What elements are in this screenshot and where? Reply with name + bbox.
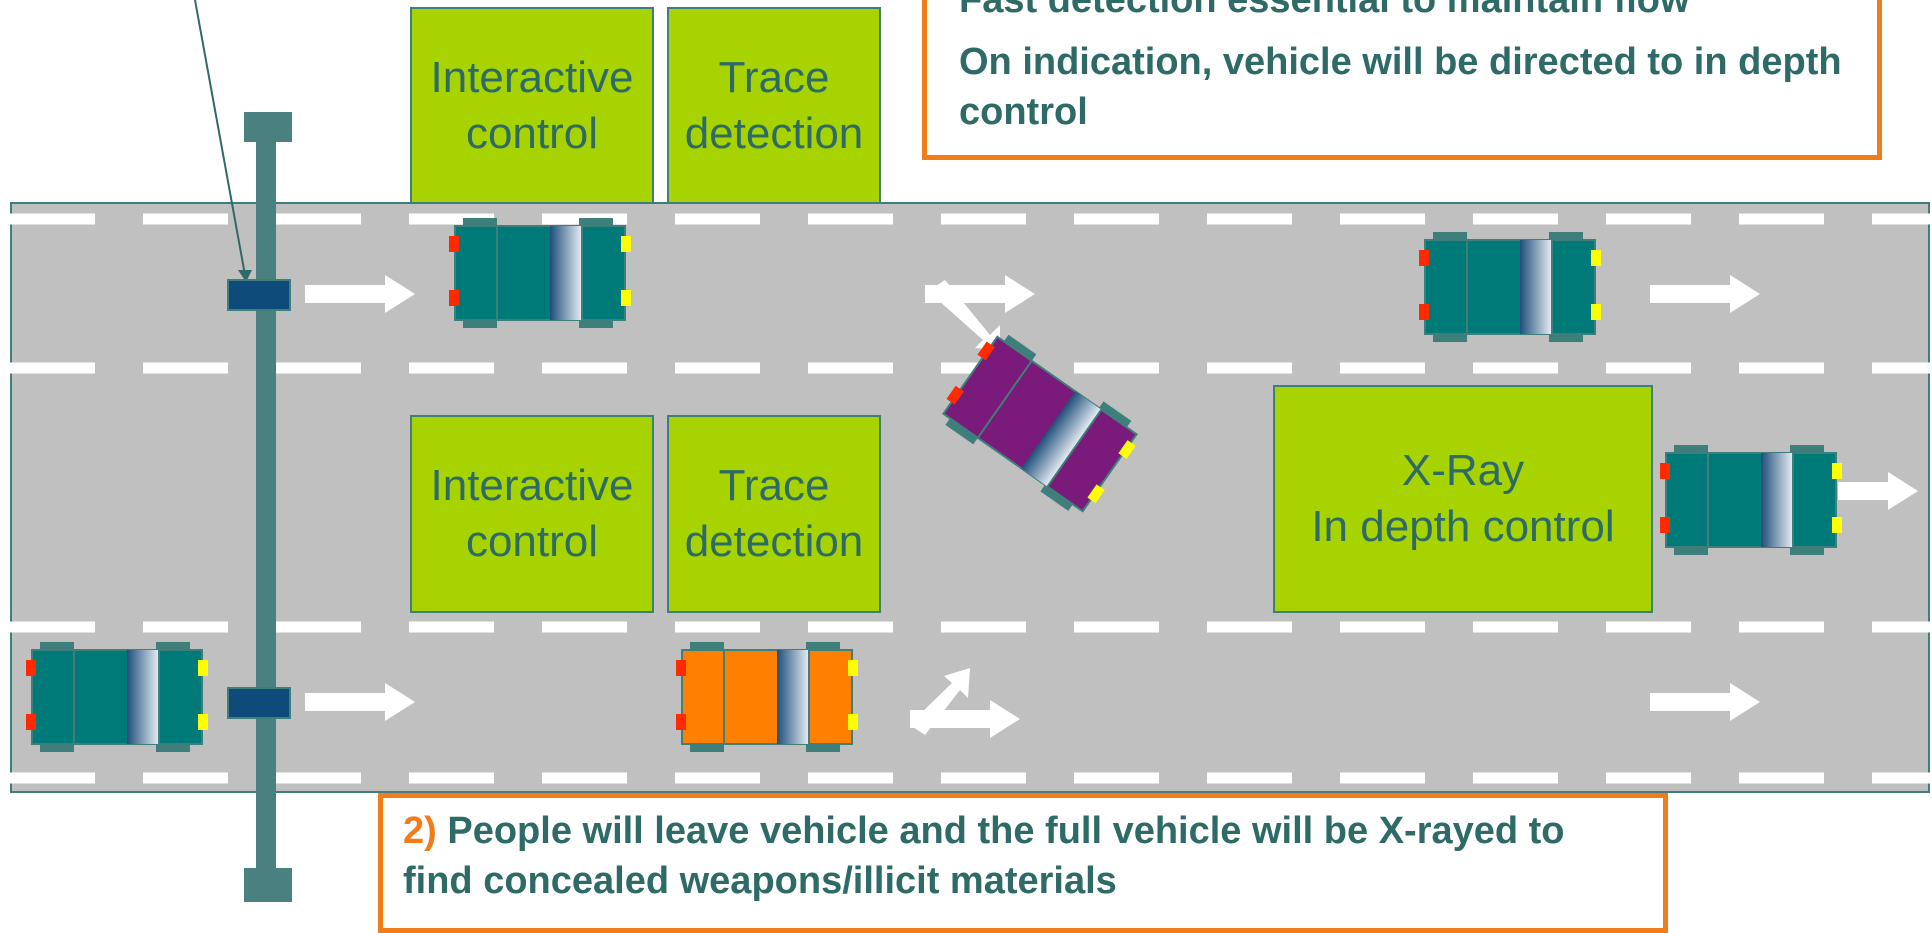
station-label: Trace xyxy=(718,461,830,510)
pointer-arrowhead xyxy=(238,270,252,282)
callout-bottom: 2) People will leave vehicle and the ful… xyxy=(378,793,1668,933)
station-bottom-trace-detection: Trace detection xyxy=(667,415,881,613)
lane-markings xyxy=(10,213,1932,784)
station-label: detection xyxy=(684,108,864,158)
flow-arrows xyxy=(305,275,1918,738)
car-teal-top-left xyxy=(449,218,631,328)
car-teal-bottom-left xyxy=(26,642,208,752)
station-top-trace-detection: Trace detection xyxy=(667,7,881,204)
barrier-pole xyxy=(227,112,292,902)
station-label: X-Ray xyxy=(1401,446,1525,495)
callout-top: Fast detection essential to maintain flo… xyxy=(922,0,1882,160)
pointer-line xyxy=(194,0,246,276)
car-purple-diverted xyxy=(942,334,1138,513)
roadway-drawing xyxy=(10,0,1932,902)
station-bottom-interactive-control: Interactive control xyxy=(410,415,654,613)
station-top-interactive-control: Interactive control xyxy=(410,7,654,204)
station-xray-in-depth-control: X-Ray In depth control xyxy=(1273,385,1653,613)
callout-bottom-number: 2) xyxy=(403,810,437,852)
station-label: control xyxy=(465,517,599,566)
callout-top-line2: On indication, vehicle will be directed … xyxy=(959,41,1842,133)
car-teal-xray-exit xyxy=(1660,445,1842,555)
station-label: control xyxy=(465,108,599,158)
station-label: Interactive xyxy=(430,461,634,510)
callout-bottom-text: People will leave vehicle and the full v… xyxy=(403,810,1565,902)
callout-top-line1: Fast detection essential to maintain flo… xyxy=(959,0,1690,21)
station-label: Interactive xyxy=(430,52,634,102)
station-label: Trace xyxy=(718,52,830,102)
car-teal-top-right xyxy=(1419,232,1601,342)
station-label: detection xyxy=(684,517,864,566)
car-orange xyxy=(676,642,858,752)
station-label: In depth control xyxy=(1311,502,1615,551)
